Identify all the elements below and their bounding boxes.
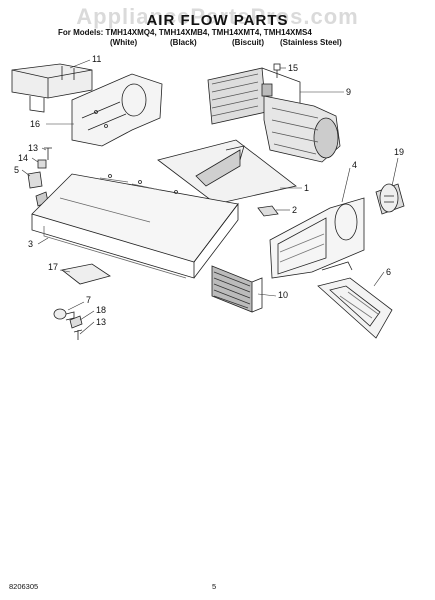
callout-17: 17	[48, 262, 58, 272]
callout-19: 19	[394, 147, 404, 157]
part-7-bulb	[53, 308, 75, 321]
part-13-screw-top	[44, 147, 52, 160]
variant-biscuit: (Biscuit)	[232, 38, 264, 47]
callout-7: 7	[86, 295, 91, 305]
callout-15: 15	[288, 63, 298, 73]
variant-stainless: (Stainless Steel)	[280, 38, 342, 47]
callout-9: 9	[346, 87, 351, 97]
part-4-vent-frame	[269, 197, 365, 279]
part-2-tab	[257, 205, 279, 217]
part-1-air-guide	[157, 139, 297, 205]
page-title: AIR FLOW PARTS	[146, 12, 289, 29]
part-3-base-plate	[31, 173, 239, 279]
callout-11: 11	[92, 54, 101, 64]
part-6-filter-cover	[317, 277, 393, 339]
doc-number: 8206305	[9, 582, 39, 591]
callout-16: 16	[30, 119, 40, 129]
models-line: For Models: TMH14XMQ4, TMH14XMB4, TMH14X…	[58, 28, 312, 37]
page-number: 5	[212, 582, 217, 591]
part-9-blower-motor	[207, 67, 341, 163]
callout-14: 14	[18, 153, 28, 163]
callout-labels: 11 15 9 16 13 14 5 19 1 4 2 3 17 6 10 7 …	[14, 54, 404, 327]
watermark: AppliancePartsPros.com	[76, 4, 359, 29]
callout-5: 5	[14, 165, 19, 175]
leader-lines	[21, 59, 399, 335]
callout-6: 6	[386, 267, 391, 277]
part-15-screw	[273, 63, 281, 78]
part-16-side-plate	[71, 73, 163, 147]
callout-2: 2	[292, 205, 297, 215]
part-13-screw-bottom	[73, 329, 83, 340]
callout-4: 4	[352, 160, 357, 170]
callout-13-top: 13	[28, 143, 38, 153]
part-17-cover-plate	[61, 263, 111, 285]
part-14-fastener	[37, 159, 47, 169]
part-19-capacitor	[375, 183, 405, 215]
callout-13-bottom: 13	[96, 317, 106, 327]
variant-black: (Black)	[170, 38, 197, 47]
part-10-grille	[211, 265, 263, 313]
part-11-duct	[11, 63, 93, 113]
callout-18: 18	[96, 305, 106, 315]
part-18-socket	[69, 315, 83, 329]
callout-3: 3	[28, 239, 33, 249]
callout-1: 1	[304, 183, 309, 193]
variant-white: (White)	[110, 38, 138, 47]
callout-10: 10	[278, 290, 288, 300]
